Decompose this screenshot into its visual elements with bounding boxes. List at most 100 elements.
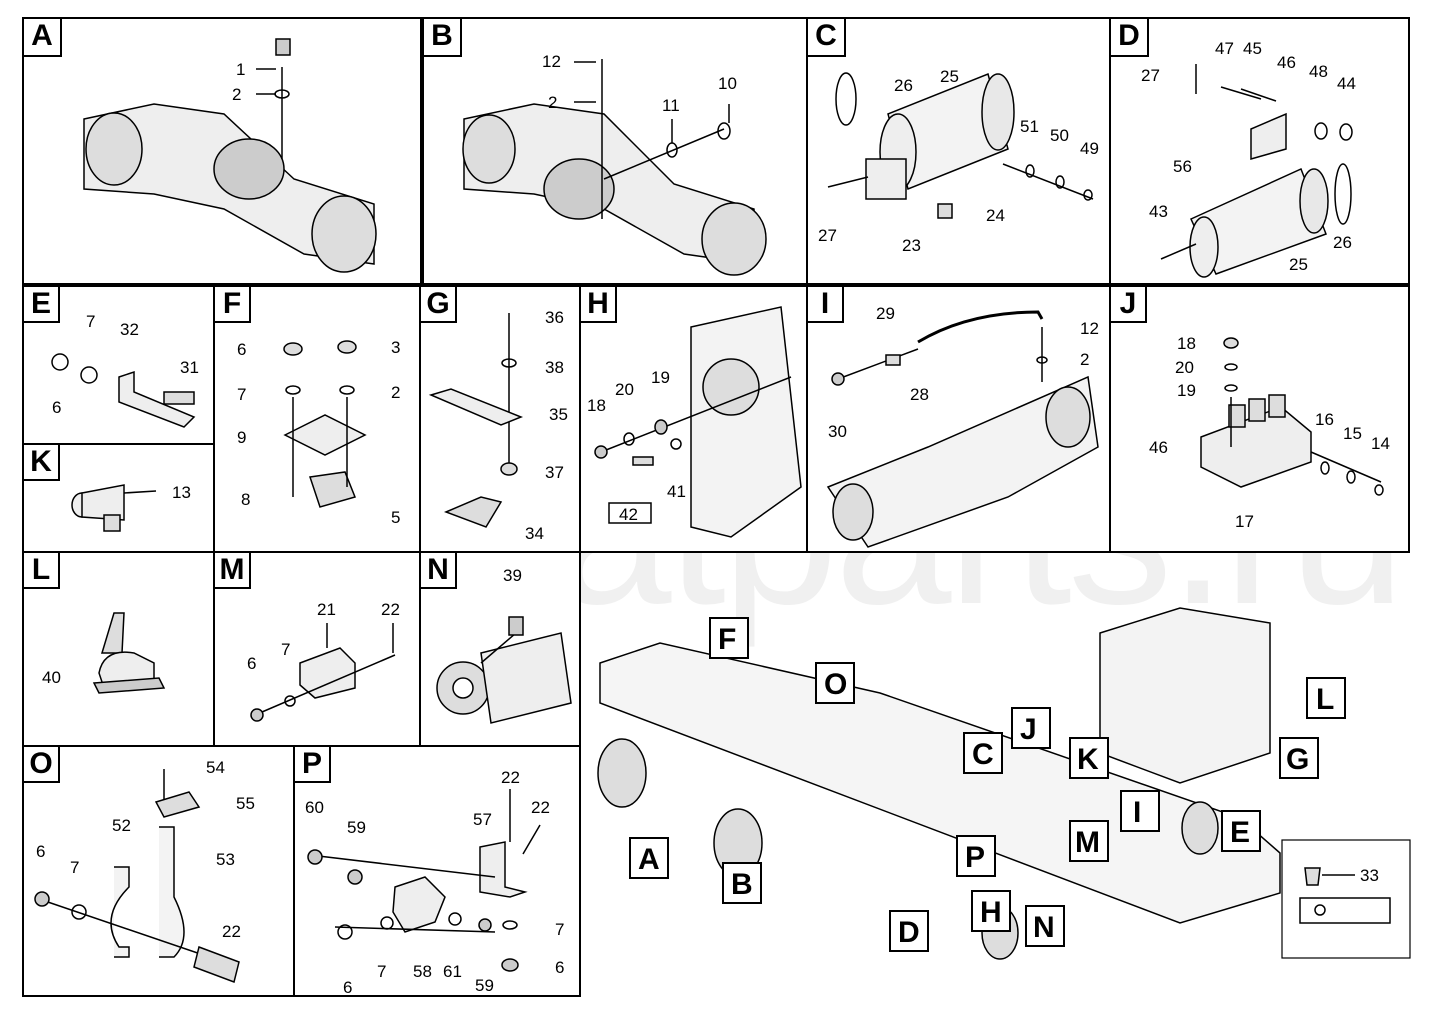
overview-label-j: J: [1020, 713, 1037, 746]
callout-22: 22: [381, 600, 400, 619]
overview-label-o: O: [824, 668, 847, 701]
callout-6: 6: [237, 340, 246, 359]
panel-g-label: G: [421, 287, 457, 323]
callout-57: 57: [473, 810, 492, 829]
callout-6: 6: [36, 842, 45, 861]
callout-45: 45: [1243, 39, 1262, 58]
callout-9: 9: [237, 428, 246, 447]
callout-20: 20: [615, 380, 634, 399]
callout-22: 22: [501, 768, 520, 787]
callout-13: 13: [172, 483, 191, 502]
panel-e: E 7 32 31 6: [22, 285, 215, 445]
callout-40: 40: [42, 668, 61, 687]
panel-c-drawing: 26 25 51 50 49 27 23 24: [818, 67, 1099, 255]
callout-54: 54: [206, 758, 225, 777]
callout-35: 35: [549, 405, 568, 424]
callout-6: 6: [343, 978, 352, 997]
panel-j-label: J: [1111, 287, 1147, 323]
callout-2: 2: [1080, 350, 1089, 369]
overview-label-b: B: [731, 868, 753, 901]
callout-20: 20: [1175, 358, 1194, 377]
panel-l: L 40: [22, 551, 215, 747]
callout-44: 44: [1337, 74, 1356, 93]
callout-56: 56: [1173, 157, 1192, 176]
panel-d: D 27 47 45 46 48 44 56 43 25 26: [1109, 17, 1410, 285]
overview-label-i: I: [1133, 796, 1141, 829]
panel-f-label: F: [215, 287, 251, 323]
callout-42: 42: [619, 505, 638, 524]
panel-k: K 13: [22, 443, 215, 553]
callout-39: 39: [503, 566, 522, 585]
panel-p-drawing: 22 60 59 57 22 7 6 7 58 61 59 6: [305, 768, 564, 997]
callout-12: 12: [542, 52, 561, 71]
overview-label-a: A: [638, 843, 660, 876]
overview-label-k: K: [1077, 743, 1099, 776]
panel-b: B 12 2 11 10: [422, 17, 808, 285]
overview-label-p: P: [965, 841, 985, 874]
panel-m: M 21 22 6 7: [213, 551, 421, 747]
callout-7: 7: [70, 858, 79, 877]
callout-43: 43: [1149, 202, 1168, 221]
callout-15: 15: [1343, 424, 1362, 443]
callout-26: 26: [894, 76, 913, 95]
callout-38: 38: [545, 358, 564, 377]
panel-l-label: L: [24, 553, 60, 589]
callout-49: 49: [1080, 139, 1099, 158]
callout-11: 11: [662, 96, 680, 115]
panel-e-label: E: [24, 287, 60, 323]
callout-27: 27: [1141, 66, 1160, 85]
callout-31: 31: [180, 358, 199, 377]
panel-e-drawing: 7 32 31 6: [51, 312, 199, 428]
panel-m-drawing: 21 22 6 7: [247, 600, 400, 722]
callout-7: 7: [555, 920, 564, 939]
overview-label-n: N: [1033, 911, 1055, 944]
callout-2: 2: [548, 93, 557, 112]
callout-10: 10: [718, 74, 737, 93]
panel-i-drawing: 29 12 2 28 30: [826, 304, 1099, 548]
overview-label-g: G: [1286, 743, 1309, 776]
callout-46: 46: [1149, 438, 1168, 457]
panel-j-drawing: 18 20 19 16 15 14 46 17: [1149, 334, 1390, 531]
callout-25: 25: [940, 67, 959, 86]
panel-k-label: K: [24, 445, 60, 481]
callout-24: 24: [986, 206, 1005, 225]
callout-25: 25: [1289, 255, 1308, 274]
overview-label-c: C: [972, 738, 994, 771]
callout-2: 2: [232, 85, 241, 104]
callout-52: 52: [112, 816, 131, 835]
panel-n: N 39: [419, 551, 581, 747]
overview-label-d: D: [898, 916, 920, 949]
callout-21: 21: [317, 600, 336, 619]
panel-a-label: A: [24, 19, 62, 57]
callout-29: 29: [876, 304, 895, 323]
panel-p: P 22 60 59 57 22 7 6 7 58 61 59 6: [293, 745, 581, 997]
callout-50: 50: [1050, 126, 1069, 145]
panel-n-drawing: 39: [436, 566, 572, 724]
panel-o-label: O: [24, 747, 60, 783]
callout-23: 23: [902, 236, 921, 255]
panel-i: I 29 12 2 28 30: [806, 285, 1111, 553]
callout-41: 41: [667, 482, 686, 501]
panel-o: O 54 55 52 53 6 7 22: [22, 745, 295, 997]
panel-b-label: B: [424, 19, 462, 57]
panel-d-label: D: [1111, 19, 1149, 57]
callout-34: 34: [525, 524, 544, 543]
callout-6: 6: [52, 398, 61, 417]
panel-g: G 36 38 35 37 34: [419, 285, 581, 553]
callout-55: 55: [236, 794, 255, 813]
overview-label-l: L: [1316, 683, 1334, 716]
callout-32: 32: [120, 320, 139, 339]
callout-28: 28: [910, 385, 929, 404]
callout-26: 26: [1333, 233, 1352, 252]
overview-label-m: M: [1075, 826, 1100, 859]
callout-7: 7: [281, 640, 290, 659]
callout-53: 53: [216, 850, 235, 869]
callout-7: 7: [86, 312, 95, 331]
truck-overview: F O J C K I E M P H D N A B L G 33: [597, 607, 1411, 960]
panel-n-label: N: [421, 553, 457, 589]
panel-b-drawing: 12 2 11 10: [462, 52, 767, 276]
callout-5: 5: [391, 508, 400, 527]
callout-61: 61: [443, 962, 462, 981]
callout-19: 19: [651, 368, 670, 387]
panel-h: H 18 20 19 42 41: [579, 285, 808, 553]
